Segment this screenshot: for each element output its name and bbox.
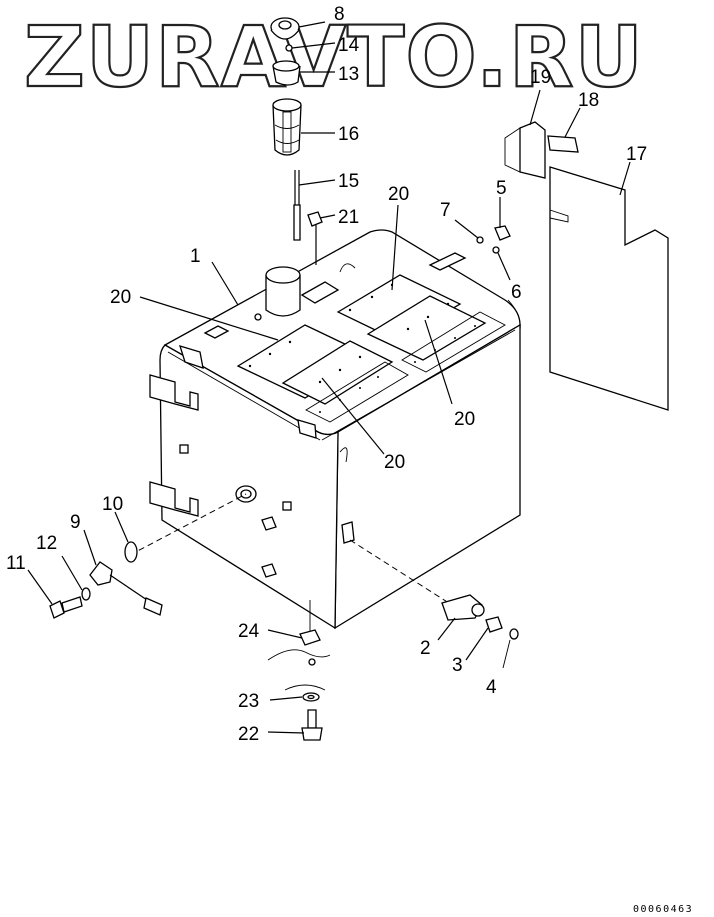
frame-section-lower xyxy=(284,684,326,691)
leader-lines xyxy=(27,21,631,734)
washer-22 xyxy=(302,692,320,702)
stud-2 xyxy=(282,501,292,511)
watermark-text: ZURAVTO.RU xyxy=(24,8,644,106)
callout-17: 17 xyxy=(626,144,647,165)
callout-18: 18 xyxy=(578,90,599,111)
plate-23 xyxy=(299,629,321,646)
callout-1: 1 xyxy=(190,246,201,267)
mount-hole xyxy=(308,658,316,666)
callout-20-bottom: 20 xyxy=(384,452,405,473)
connector-5-6-7 xyxy=(428,225,511,271)
level-gauge-9 xyxy=(89,561,163,616)
cover-plate-left-rear xyxy=(281,340,394,405)
cushion-19 xyxy=(504,121,546,179)
callout-6: 6 xyxy=(511,282,522,303)
callout-16: 16 xyxy=(338,124,359,145)
insulation-plate-17 xyxy=(549,166,669,411)
drain-port xyxy=(339,447,453,606)
filler-neck xyxy=(203,263,356,339)
strainer-16 xyxy=(272,98,302,156)
callout-21: 22 xyxy=(238,724,259,745)
callout-5: 5 xyxy=(496,178,507,199)
bracket-lower xyxy=(149,481,199,517)
callout-8: 8 xyxy=(334,4,345,25)
callout-13: 13 xyxy=(338,64,359,85)
callout-15: 15 xyxy=(338,171,359,192)
callout-9: 9 xyxy=(70,512,81,533)
bolt-21 xyxy=(301,709,323,741)
bracket-tab xyxy=(179,345,204,369)
bolt-11 xyxy=(49,596,83,619)
callout-22: 23 xyxy=(238,691,259,712)
bracket-tab-corner xyxy=(297,419,317,439)
callout-12: 12 xyxy=(36,533,57,554)
adapter-13 xyxy=(272,60,301,86)
dipstick-15 xyxy=(293,170,301,241)
callout-19: 19 xyxy=(530,67,551,88)
cap-4 xyxy=(502,628,519,669)
drawing-code: 00060463 xyxy=(633,904,693,915)
side-fittings xyxy=(261,516,277,578)
cover-plate-right-rear xyxy=(366,295,487,361)
cover-plates xyxy=(236,274,506,423)
callout-7: 7 xyxy=(440,200,451,221)
seal-14 xyxy=(285,44,293,52)
callout-20-top: 20 xyxy=(388,184,409,205)
mesh-plate-left xyxy=(305,361,409,423)
callout-20-left: 20 xyxy=(110,287,131,308)
callout-20-right: 20 xyxy=(454,409,475,430)
callout-23: 24 xyxy=(238,621,260,642)
bolt-24 xyxy=(307,211,323,265)
callout-24: 21 xyxy=(338,207,359,228)
callout-2: 2 xyxy=(420,638,431,659)
gauge-axis-line xyxy=(129,493,247,556)
callout-3: 3 xyxy=(452,655,463,676)
callout-11: 11 xyxy=(6,553,26,574)
gasket-10 xyxy=(124,541,138,563)
frame-section xyxy=(267,649,331,661)
mesh-plate-right xyxy=(401,311,506,373)
mounting-brackets xyxy=(149,345,317,517)
callout-14: 14 xyxy=(338,35,360,56)
plug-3 xyxy=(485,616,503,633)
callout-10: 10 xyxy=(102,494,123,515)
washer-12 xyxy=(81,587,91,601)
callout-4: 4 xyxy=(486,677,497,698)
filler-cap-8 xyxy=(270,17,300,40)
stud-1 xyxy=(179,444,189,454)
bracket-upper xyxy=(149,374,199,411)
pad-18 xyxy=(547,135,579,153)
callout-labels: 8 14 13 16 15 21 1 20 20 20 20 19 18 17 … xyxy=(6,4,647,745)
drain-valve-2 xyxy=(441,594,485,621)
